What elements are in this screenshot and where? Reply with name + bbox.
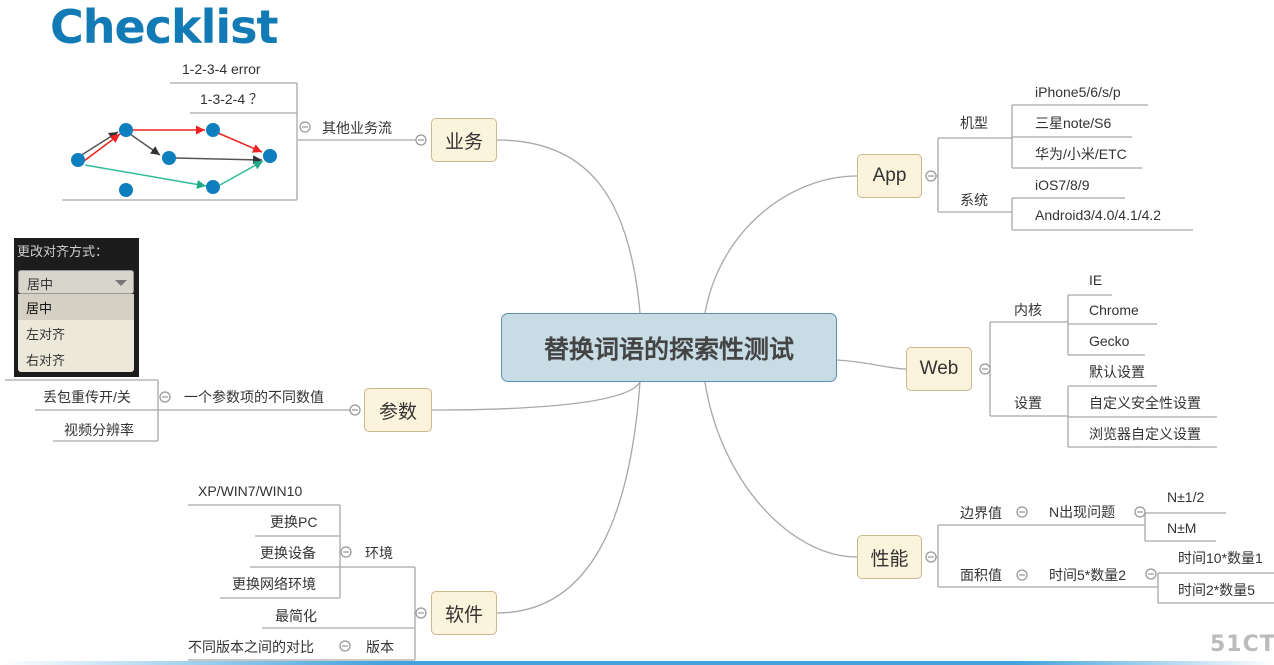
leaf-item[interactable]: Android3/4.0/4.1/4.2 xyxy=(1035,207,1162,223)
leaf-item[interactable]: 丢包重传开/关 xyxy=(43,389,131,405)
leaf-item[interactable]: 更换PC xyxy=(270,514,318,530)
leaf-item[interactable]: IE xyxy=(1089,272,1103,288)
dropdown-options: 居中 左对齐 右对齐 xyxy=(18,294,134,372)
subtopic-kernel[interactable]: 内核 xyxy=(1014,302,1042,318)
topic-software[interactable]: 软件 xyxy=(431,591,497,635)
topic-perf[interactable]: 性能 xyxy=(857,535,922,579)
leaf-item[interactable]: 更换设备 xyxy=(260,545,316,561)
option: 居中 xyxy=(18,294,134,320)
subtopic-settings[interactable]: 设置 xyxy=(1014,395,1042,411)
leaf-item[interactable]: N±1/2 xyxy=(1167,489,1205,505)
page-title: Checklist xyxy=(50,0,278,54)
chevron-down-icon xyxy=(115,280,127,286)
leaf-item[interactable]: 默认设置 xyxy=(1089,364,1145,380)
subtopic-n-issue[interactable]: N出现问题 xyxy=(1049,504,1116,520)
topic-web[interactable]: Web xyxy=(906,347,972,391)
bottom-accent-bar xyxy=(0,661,1274,665)
leaf-item[interactable]: Gecko xyxy=(1089,333,1130,349)
flow-graph-image xyxy=(71,123,277,197)
leaf-item[interactable]: 自定义安全性设置 xyxy=(1089,395,1201,411)
subtopic-model[interactable]: 机型 xyxy=(960,115,988,131)
topic-business[interactable]: 业务 xyxy=(431,118,497,162)
leaf-item[interactable]: 三星note/S6 xyxy=(1035,115,1112,131)
leaf-item[interactable]: iOS7/8/9 xyxy=(1035,177,1090,193)
selected-value: 居中 xyxy=(27,277,54,292)
option: 右对齐 xyxy=(26,353,66,368)
dropdown-label: 更改对齐方式： xyxy=(17,244,109,259)
leaf-item[interactable]: 1-2-3-4 error xyxy=(182,61,261,77)
subtopic-minimal[interactable]: 最简化 xyxy=(275,608,317,624)
leaf-item[interactable]: XP/WIN7/WIN10 xyxy=(198,483,303,499)
leaf-item[interactable]: 时间10*数量1 xyxy=(1178,550,1263,566)
leaf-item[interactable]: 时间2*数量5 xyxy=(1178,582,1256,598)
leaf-item[interactable]: 浏览器自定义设置 xyxy=(1089,426,1201,442)
leaf-item[interactable]: 视频分辨率 xyxy=(64,422,134,438)
leaf-item[interactable]: 不同版本之间的对比 xyxy=(188,639,314,655)
topic-params[interactable]: 参数 xyxy=(364,388,432,432)
dropdown-select: 居中 xyxy=(18,270,134,294)
leaf-item[interactable]: 1-3-2-4 ？ xyxy=(200,91,264,107)
subtopic-system[interactable]: 系统 xyxy=(960,192,988,208)
leaf-item[interactable]: 华为/小米/ETC xyxy=(1035,146,1127,162)
leaf-item[interactable]: iPhone5/6/s/p xyxy=(1035,84,1121,100)
align-dropdown-image: 更改对齐方式： 居中 居中 左对齐 右对齐 xyxy=(14,238,139,377)
central-topic[interactable]: 替换词语的探索性测试 xyxy=(501,313,837,382)
subtopic-env[interactable]: 环境 xyxy=(365,545,393,561)
subtopic-time-count[interactable]: 时间5*数量2 xyxy=(1049,567,1127,583)
leaf-item[interactable]: Chrome xyxy=(1089,302,1139,318)
leaf-item[interactable]: 更换网络环境 xyxy=(232,576,316,592)
subtopic-other-flow[interactable]: 其他业务流 xyxy=(322,120,392,136)
subtopic-area[interactable]: 面积值 xyxy=(960,567,1002,583)
topic-app[interactable]: App xyxy=(857,154,922,198)
subtopic-version[interactable]: 版本 xyxy=(366,639,394,655)
subtopic-boundary[interactable]: 边界值 xyxy=(960,505,1002,521)
option: 左对齐 xyxy=(26,327,66,342)
subtopic-param-values[interactable]: 一个参数项的不同数值 xyxy=(184,389,324,405)
watermark: 51CTO.c xyxy=(1210,632,1274,657)
leaf-item[interactable]: N±M xyxy=(1167,520,1197,536)
